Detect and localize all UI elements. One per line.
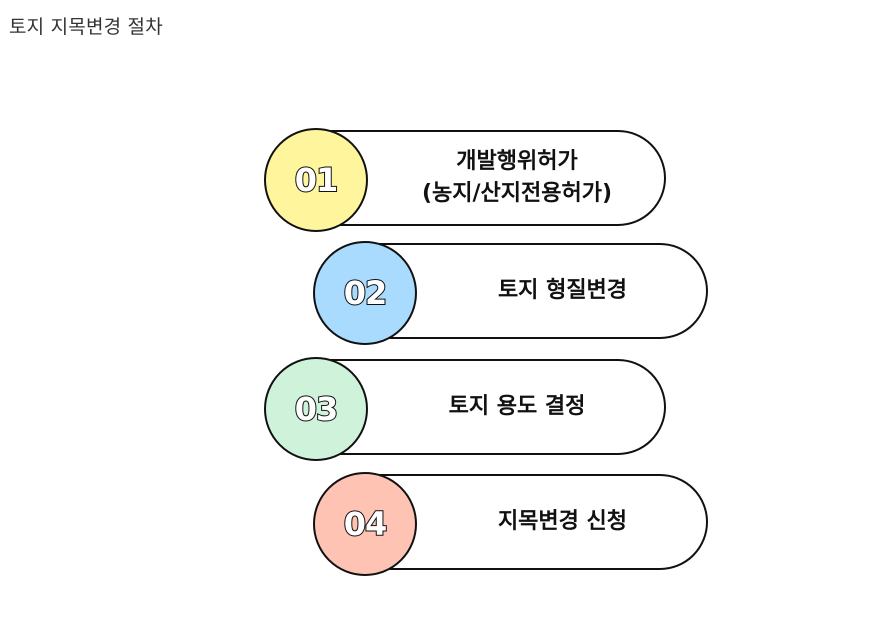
step-03: 03 토지 용도 결정 <box>264 357 670 461</box>
step-02-circle: 02 <box>313 241 417 345</box>
step-02-label-line1: 토지 형질변경 <box>497 278 628 303</box>
step-02: 02 토지 형질변경 <box>313 241 708 345</box>
step-01-circle: 01 <box>264 128 368 232</box>
step-01: 01 개발행위허가 (농지/산지전용허가) <box>264 128 670 232</box>
step-04: 04 지목변경 신청 <box>313 472 708 576</box>
step-04-number: 04 <box>343 504 388 544</box>
step-04-circle: 04 <box>313 472 417 576</box>
page-title: 토지 지목변경 절차 <box>9 16 163 38</box>
step-04-label-line1: 지목변경 신청 <box>497 509 628 534</box>
step-01-label-line2: (농지/산지전용허가) <box>421 181 613 206</box>
step-01-number: 01 <box>294 160 339 200</box>
step-04-label: 지목변경 신청 <box>417 474 708 570</box>
step-03-circle: 03 <box>264 357 368 461</box>
step-03-label: 토지 용도 결정 <box>368 359 666 455</box>
step-04-pill <box>363 474 708 570</box>
step-01-label-line1: 개발행위허가 <box>456 149 578 174</box>
step-02-label: 토지 형질변경 <box>417 243 708 339</box>
step-02-pill <box>363 243 708 339</box>
step-03-label-line1: 토지 용도 결정 <box>448 394 586 419</box>
step-01-pill <box>314 130 666 226</box>
step-02-number: 02 <box>343 273 388 313</box>
step-03-number: 03 <box>294 389 339 429</box>
step-01-label: 개발행위허가 (농지/산지전용허가) <box>368 130 666 226</box>
step-03-pill <box>314 359 666 455</box>
